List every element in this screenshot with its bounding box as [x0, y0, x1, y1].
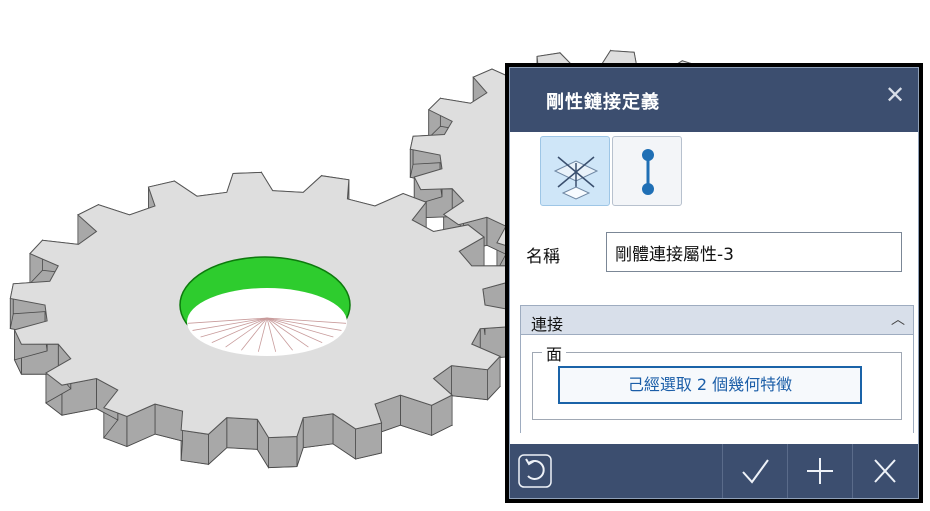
- confirm-button[interactable]: [723, 444, 787, 498]
- connection-section-header[interactable]: 連接 ︿: [520, 305, 914, 335]
- link-line-icon: [642, 149, 654, 195]
- dialog-footer: [510, 444, 918, 498]
- dialog-titlebar[interactable]: 剛性鏈接定義 ✕: [510, 68, 918, 132]
- dialog-body: 剛性鏈接定義 ✕ 名稱 連接 ︿ 面: [509, 67, 919, 499]
- reset-button[interactable]: [516, 444, 556, 498]
- close-icon: [874, 459, 896, 483]
- link-mode-button[interactable]: [612, 136, 682, 206]
- rigid-link-dialog: 剛性鏈接定義 ✕ 名稱 連接 ︿ 面: [505, 63, 923, 503]
- footer-separator: [852, 444, 853, 498]
- dialog-title: 剛性鏈接定義: [546, 92, 660, 113]
- plane-mode-button[interactable]: [540, 136, 610, 206]
- name-field[interactable]: [606, 232, 902, 272]
- footer-separator: [787, 444, 788, 498]
- check-icon: [742, 459, 769, 484]
- connection-section-body: [520, 335, 914, 433]
- footer-separator: [722, 444, 723, 498]
- name-label: 名稱: [526, 247, 560, 267]
- add-button[interactable]: [788, 444, 852, 498]
- face-group-label: 面: [542, 341, 567, 365]
- plus-icon: [807, 458, 833, 484]
- face-selection-button[interactable]: 己經選取 2 個幾何特徵: [558, 366, 862, 404]
- chevron-up-icon[interactable]: ︿: [891, 312, 905, 328]
- close-icon[interactable]: ✕: [884, 81, 906, 109]
- reset-icon: [518, 454, 552, 488]
- cancel-button[interactable]: [853, 444, 917, 498]
- selected-bore-face[interactable]: [179, 256, 351, 356]
- plane-intersection-icon: [553, 156, 599, 200]
- face-group-box: [532, 352, 902, 420]
- section-title: 連接: [531, 315, 564, 334]
